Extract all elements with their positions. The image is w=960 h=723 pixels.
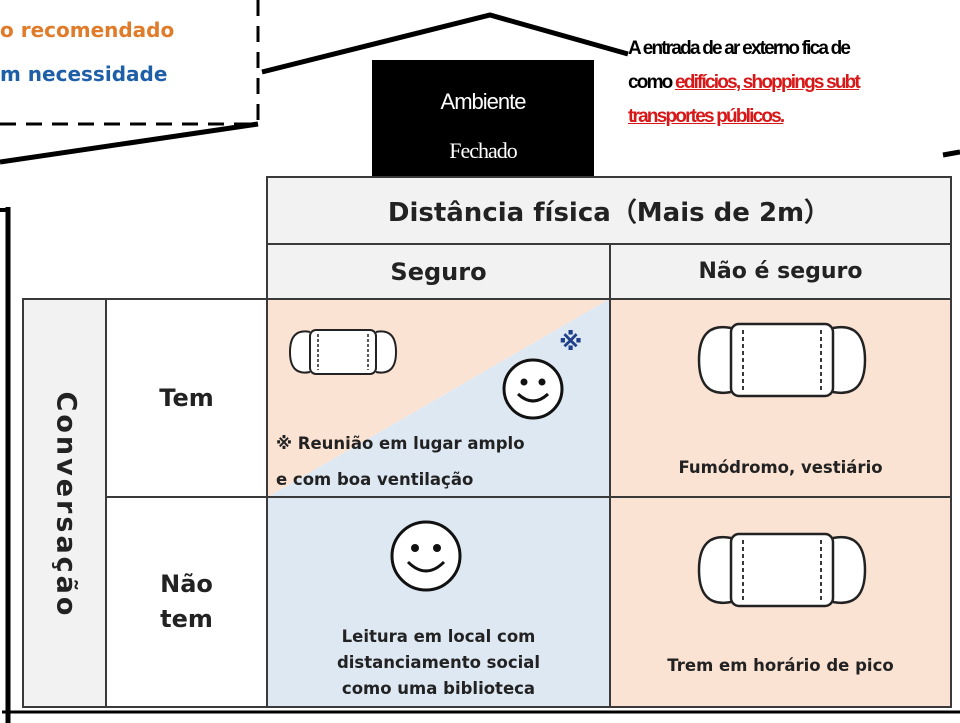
not-safe-header: Não é seguro <box>609 243 952 300</box>
asterisk-mark: ※ <box>559 328 583 356</box>
has-not-line1: Não <box>160 570 213 599</box>
note-line3: transportes públicos. <box>628 106 785 128</box>
closed-environment-label: Ambiente Fechado <box>372 60 594 176</box>
smiley-icon <box>502 358 564 420</box>
distance-header: Distância física（Mais de 2m） <box>266 176 952 245</box>
safe-header: Seguro <box>266 243 611 300</box>
smiley-icon <box>390 520 462 592</box>
cell-hasnot-safe-line1: Leitura em local com <box>341 627 536 646</box>
mask-icon <box>697 322 867 398</box>
note-line1: A entrada de ar externo fica de <box>628 38 851 59</box>
cell-has-safe: ※ ※ Reunião em lugar amplo e com boa ven… <box>266 298 611 498</box>
mask-icon <box>288 329 398 375</box>
cell-hasnot-safe-line3: como uma biblioteca <box>341 679 536 698</box>
conversation-header: Conversação <box>22 298 107 708</box>
cell-hasnot-unsafe-text: Trem em horário de pico <box>667 656 894 675</box>
conversation-label: Conversação <box>50 391 82 619</box>
cell-hasnot-unsafe: Trem em horário de pico <box>609 496 952 708</box>
mask-icon <box>697 532 867 608</box>
cell-hasnot-safe-line2: distanciamento social <box>336 653 541 672</box>
legend-recommended: o recomendado <box>0 18 175 42</box>
cell-has-safe-line2: e com boa ventilação <box>276 470 474 489</box>
cell-has-unsafe-text: Fumódromo, vestiário <box>678 458 883 477</box>
cell-has-unsafe: Fumódromo, vestiário <box>609 298 952 498</box>
legend-necessity: m necessidade <box>0 62 168 86</box>
has-header: Tem <box>105 298 268 498</box>
note-line2-prefix: como <box>628 72 675 93</box>
note-line3-red: transportes públicos. <box>628 106 785 127</box>
cell-has-safe-line1: ※ Reunião em lugar amplo <box>276 434 525 453</box>
note-line2-red: edifícios, shoppings subt <box>674 72 861 93</box>
has-not-header: Não tem <box>105 496 268 708</box>
environment-line1: Ambiente <box>440 89 527 114</box>
cell-hasnot-safe: Leitura em local com distanciamento soci… <box>266 496 611 708</box>
has-not-line2: tem <box>160 605 213 633</box>
environment-line2: Fechado <box>449 138 518 163</box>
note-line2: como edifícios, shoppings subt <box>628 72 861 94</box>
